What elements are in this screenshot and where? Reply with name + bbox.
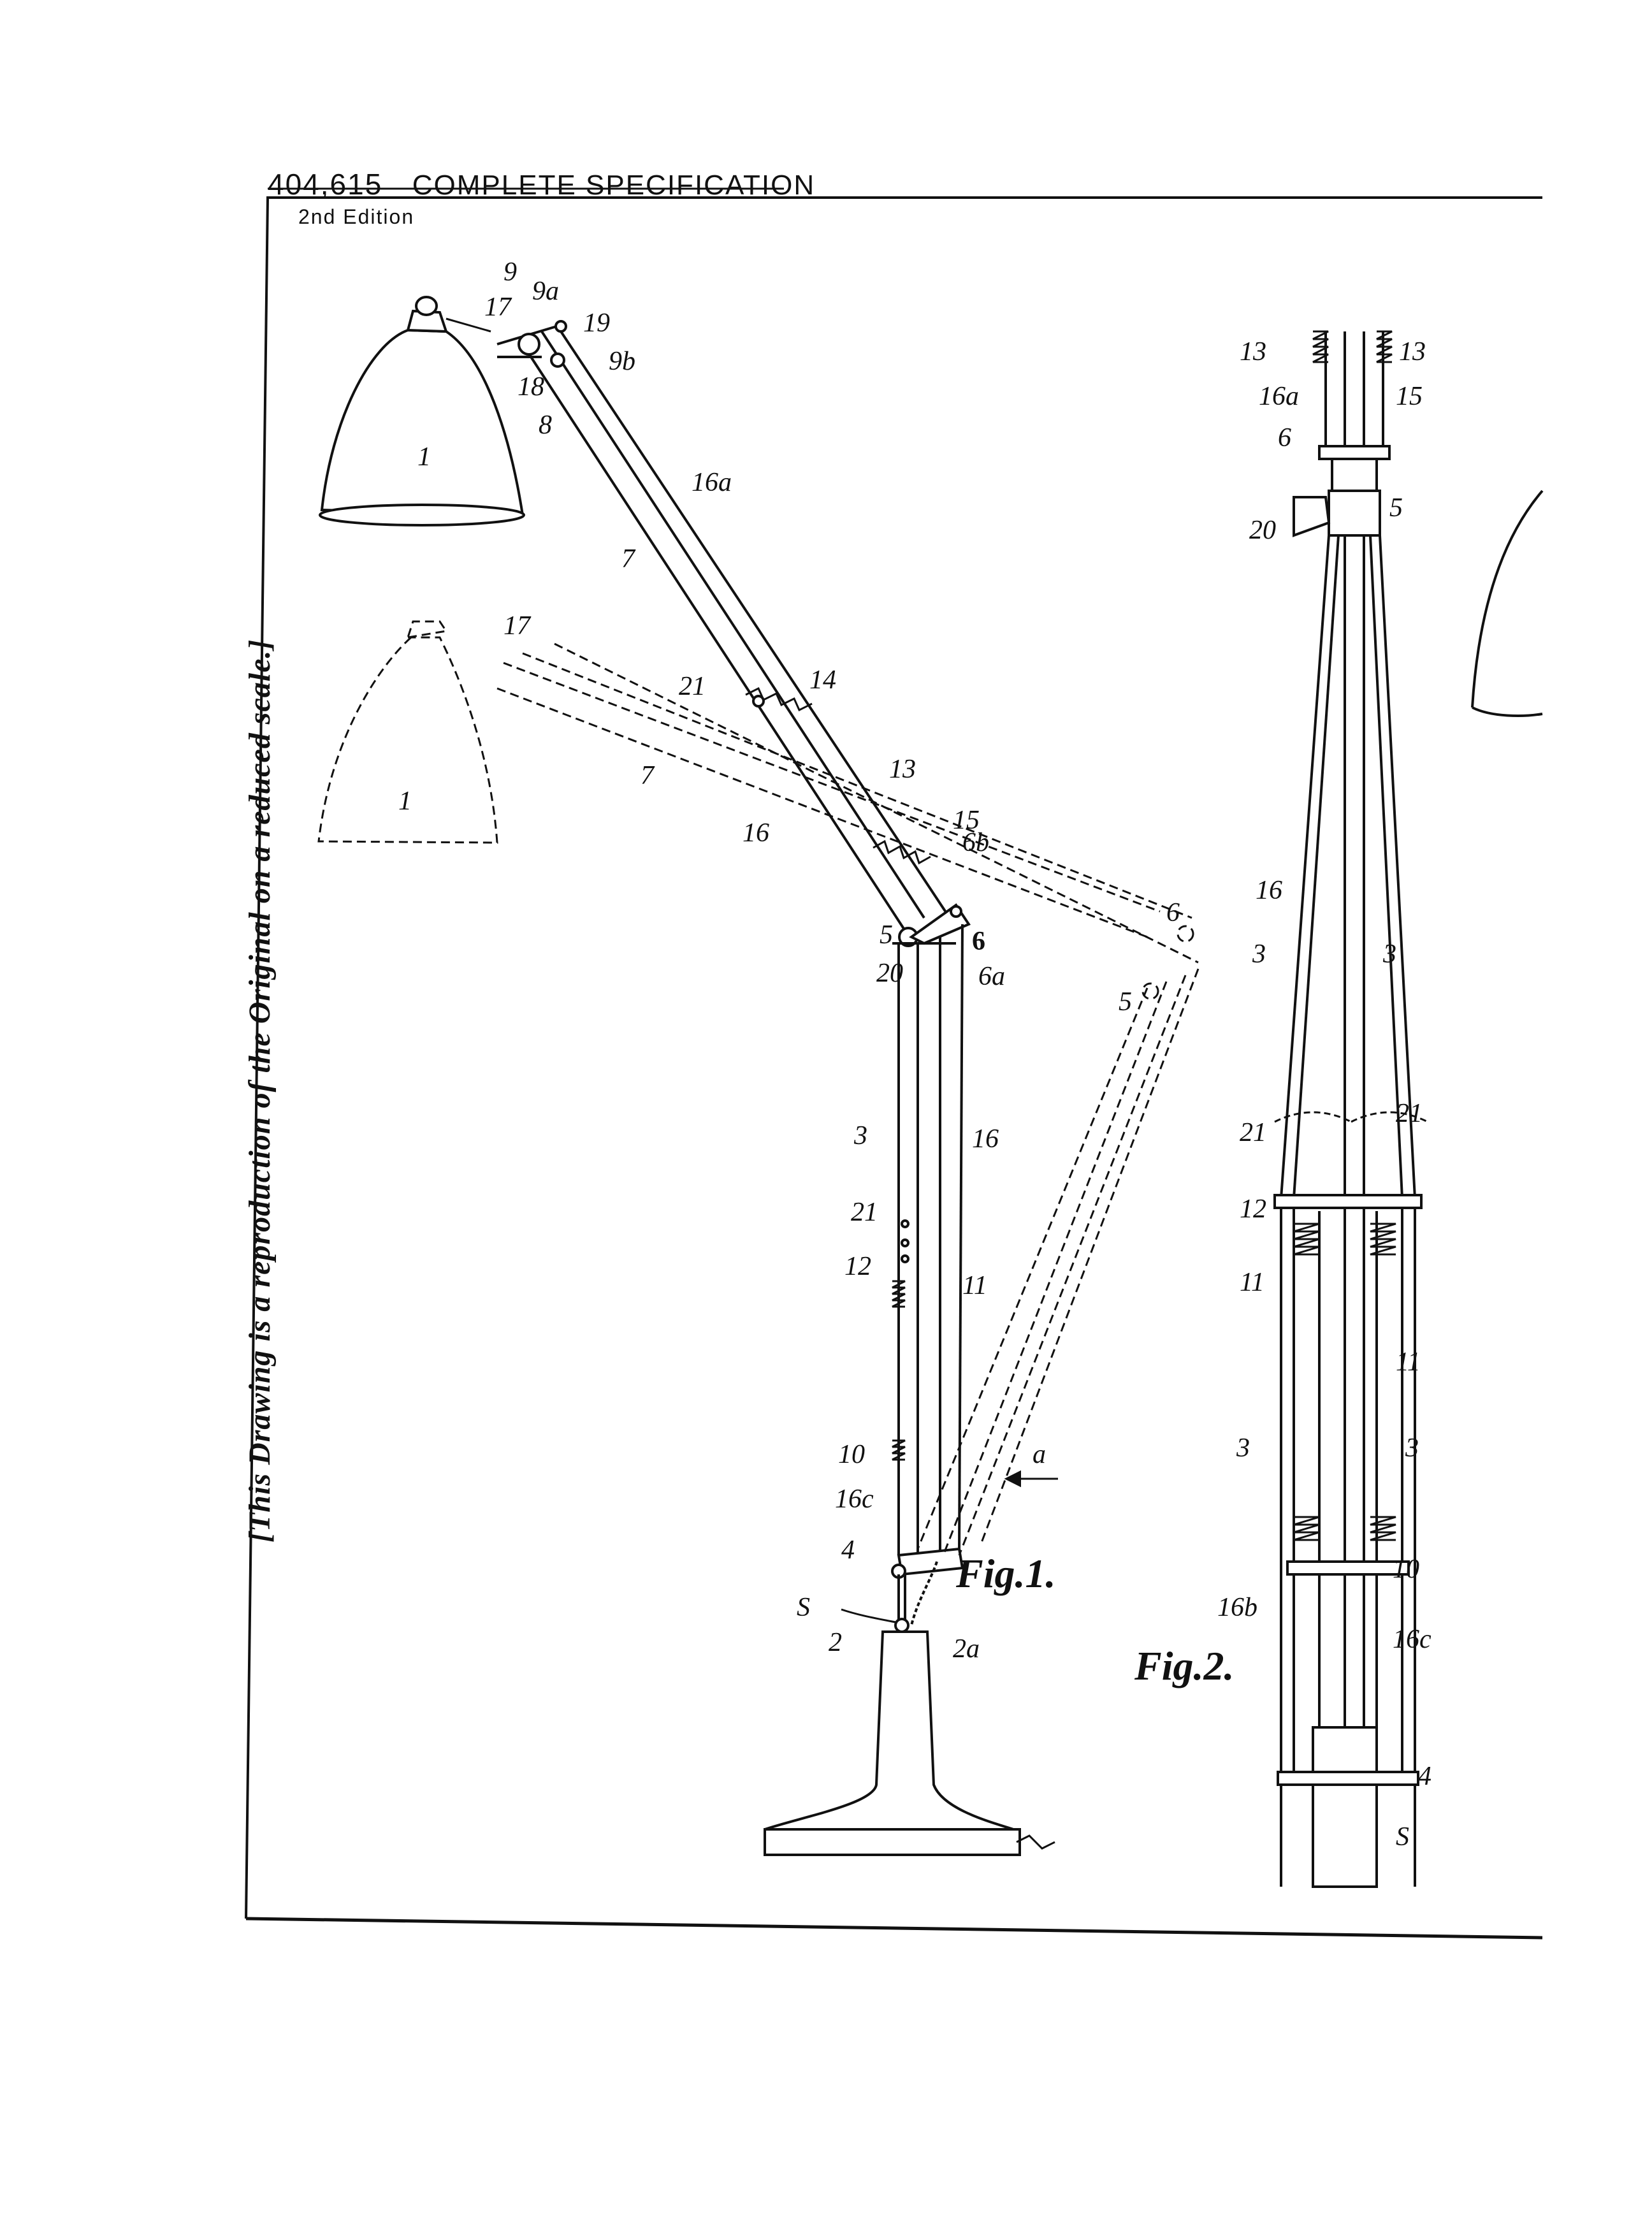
label: 3 (853, 1121, 867, 1151)
lamp-base (764, 1630, 1055, 1856)
label: 9a (532, 277, 559, 306)
label: 20 (876, 959, 903, 988)
label: 6 (1166, 898, 1180, 927)
label: 15 (953, 806, 980, 835)
label: S (1396, 1822, 1409, 1852)
label: 5 (1119, 987, 1132, 1017)
label: 16b (1217, 1593, 1257, 1622)
edition-label: 2nd Edition (298, 205, 415, 228)
label: 11 (962, 1271, 987, 1300)
label: 16 (1256, 876, 1282, 905)
label: 3 (1405, 1434, 1419, 1463)
label: 5 (880, 920, 893, 950)
lower-arm (891, 924, 964, 1633)
label: 6a (978, 962, 1005, 991)
label: 13 (889, 755, 916, 784)
partial-shade-right (1471, 490, 1544, 717)
fig1-lamp (319, 296, 1058, 1856)
label: 10 (1393, 1555, 1419, 1584)
label: 21 (851, 1198, 878, 1227)
patent-number: 404,615 (268, 168, 383, 201)
label: 12 (1240, 1194, 1266, 1224)
fig2-lamp-side (1273, 330, 1428, 1888)
label: 16c (1393, 1625, 1431, 1654)
label: S (797, 1593, 810, 1622)
label: 12 (844, 1252, 871, 1281)
label: 5 (1389, 493, 1403, 523)
label: 15 (1396, 382, 1423, 411)
label: a (1032, 1440, 1046, 1469)
label: 3 (1382, 940, 1396, 969)
label: 8 (539, 410, 552, 440)
label: 6 (1278, 423, 1291, 453)
label: 14 (809, 665, 836, 695)
label: 2 (829, 1628, 842, 1657)
label: 16 (743, 818, 769, 848)
drawing-border (245, 187, 1543, 1940)
fig2-labels: 13 13 16a 15 6 5 20 16 3 3 21 21 12 11 1… (1134, 337, 1431, 1852)
label: 16 (972, 1124, 999, 1154)
label: 11 (1240, 1268, 1264, 1297)
label: 1 (417, 442, 431, 472)
fig1-alternate-position (317, 620, 1199, 1556)
arrow-a (1004, 1470, 1058, 1488)
main-joint (898, 903, 971, 947)
label: 16a (1259, 382, 1299, 411)
label: 3 (1252, 940, 1266, 969)
label: 3 (1236, 1434, 1250, 1463)
label: 21 (1396, 1099, 1423, 1128)
label: 4 (841, 1535, 855, 1565)
label: 13 (1399, 337, 1426, 367)
label: 16a (692, 468, 732, 497)
fig1-caption: Fig.1. (955, 1551, 1055, 1596)
label: 13 (1240, 337, 1266, 367)
upper-arm (496, 320, 951, 932)
label: 17 (504, 611, 532, 641)
fig2-caption: Fig.2. (1134, 1643, 1234, 1688)
label: 7 (641, 761, 655, 790)
label: 1 (398, 787, 412, 816)
label: 4 (1418, 1762, 1431, 1791)
label: 9b (609, 347, 635, 376)
label: 2a (953, 1634, 980, 1664)
document-title: COMPLETE SPECIFICATION (412, 170, 816, 201)
label: 10 (838, 1440, 865, 1469)
lamp-shade (319, 296, 525, 526)
label: 19 (583, 309, 610, 338)
label: 9 (504, 258, 517, 287)
label: 21 (679, 672, 706, 701)
label: 7 (621, 544, 636, 574)
label: 6b (962, 828, 989, 857)
header: 404,615 COMPLETE SPECIFICATION (268, 167, 815, 201)
label: 18 (518, 372, 544, 402)
label: 20 (1249, 516, 1276, 545)
label: 17 (484, 293, 512, 322)
label: 11 (1396, 1347, 1421, 1377)
fig1-labels: 9 9a 19 9b 17 18 8 1 16a 7 17 21 14 13 1… (398, 258, 1180, 1664)
label: 21 (1240, 1118, 1266, 1147)
label: 16c (835, 1485, 874, 1514)
label: 6 (972, 927, 985, 956)
